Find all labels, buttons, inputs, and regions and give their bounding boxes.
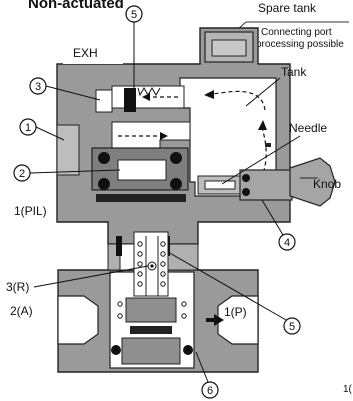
- spool-seat: [130, 326, 172, 334]
- callout-2-leader: [29, 169, 121, 174]
- port-1p: [217, 295, 259, 345]
- callout-5-bottom-leader: [167, 251, 287, 321]
- pil-port-plug: [56, 124, 80, 176]
- callout-5-bottom: 5: [289, 321, 295, 333]
- spare-tank-label: Spare tank: [258, 1, 317, 15]
- spool-lower-land: [121, 337, 181, 365]
- tank-leader: [245, 77, 281, 107]
- tank-label: Tank: [281, 65, 307, 79]
- needle-label: Needle: [289, 121, 327, 135]
- p1-label: 1(P): [224, 305, 247, 319]
- flow-path-tank-top: [211, 90, 266, 111]
- exh-valve-poppet: [124, 88, 136, 112]
- flow-arrow-lower: [160, 132, 168, 140]
- knob-label: Knob: [313, 177, 341, 191]
- callout-4-circle: [278, 233, 296, 251]
- spare-tank-port: [211, 39, 247, 57]
- callout-4-leader: [261, 199, 284, 236]
- callout-1-leader: [35, 126, 65, 141]
- needle-tip: [204, 180, 236, 190]
- piston-center-window: [117, 159, 167, 181]
- o-ring-piston-bl: [98, 178, 110, 190]
- o-ring-needle-top: [242, 174, 250, 182]
- stem-springs: [117, 241, 187, 319]
- o-ring-piston-tl: [98, 152, 110, 164]
- o-ring-spool-left: [111, 345, 121, 355]
- r3-leader: [33, 265, 149, 288]
- r3-label: 3(R): [6, 280, 29, 294]
- connecting-port-note-1: Connecting port: [261, 27, 332, 38]
- flow-arrow-tank-side: [258, 120, 267, 130]
- flow-path-tank-side: [257, 127, 267, 186]
- o-ring-piston-br: [170, 178, 182, 190]
- callout-5-bottom-circle: [283, 317, 301, 335]
- callout-1: 1: [25, 122, 31, 134]
- callout-5-top: 5: [131, 9, 137, 21]
- callout-6-circle: [201, 381, 219, 399]
- exh-valve-spring: [137, 86, 161, 97]
- connecting-port-note-2: processing possible: [256, 39, 344, 50]
- port-2a: [57, 295, 99, 345]
- callout-2: 2: [19, 168, 25, 180]
- callout-6: 6: [207, 385, 213, 397]
- page-number-fragment: 1(: [343, 384, 353, 395]
- callout-3-leader: [45, 85, 101, 101]
- callout-4: 4: [284, 237, 290, 249]
- o-ring-needle-bottom: [242, 188, 250, 196]
- needle-housing: [239, 169, 293, 201]
- exh-valve-seat: [95, 89, 113, 113]
- callout-3: 3: [35, 81, 41, 93]
- diaphragm-bar: [96, 194, 186, 202]
- a2-label: 2(A): [10, 304, 33, 318]
- spool-upper-land: [125, 297, 177, 323]
- knob: [289, 157, 336, 207]
- supply-arrow-icon: [206, 314, 224, 326]
- exh-label: EXH: [73, 46, 98, 60]
- tank-wall-mark: [265, 143, 271, 147]
- flow-arrow-tank-top: [204, 90, 214, 99]
- o-ring-spool-right: [183, 345, 193, 355]
- o-ring-piston-tr: [170, 152, 182, 164]
- exhaust-r-dot-center: [150, 264, 154, 268]
- needle-leader: [221, 135, 301, 185]
- seal-neck-left: [116, 236, 122, 256]
- pil-label: 1(PIL): [14, 204, 47, 218]
- diagram-title: Non-actuated: [28, 0, 124, 12]
- callout-6-leader: [195, 351, 209, 383]
- exh-area: [63, 40, 123, 64]
